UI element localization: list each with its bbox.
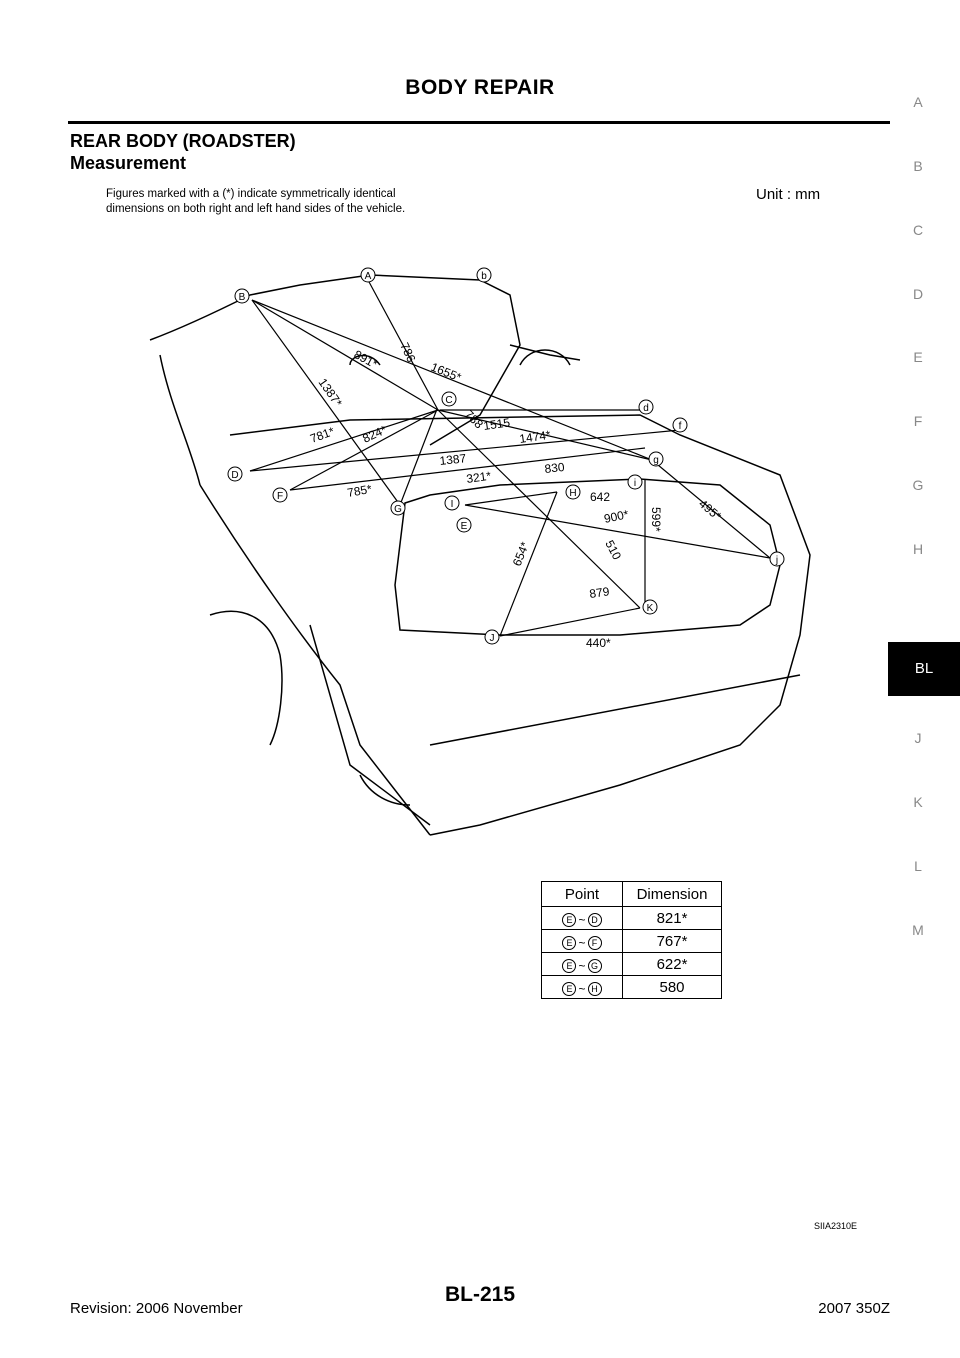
dim-440: 440* xyxy=(586,636,611,650)
side-index-m[interactable]: M xyxy=(912,922,924,938)
dim-1474: 1474* xyxy=(518,428,551,446)
dim-642: 642 xyxy=(590,490,610,504)
table-row: E~F 767* xyxy=(541,929,722,953)
point-label-d: D xyxy=(231,470,238,481)
point-label-c: C xyxy=(445,395,452,406)
point-label-g-lower: g xyxy=(653,455,659,466)
note-text: Figures marked with a (*) indicate symme… xyxy=(106,188,406,215)
side-index-e[interactable]: E xyxy=(913,349,923,365)
car-outline xyxy=(149,274,811,836)
dim-321: 321* xyxy=(465,469,492,486)
point-label-i: I xyxy=(451,499,454,510)
dim-900: 900* xyxy=(603,507,630,526)
figure-id: SIIA2310E xyxy=(814,1221,858,1231)
dim-830: 830 xyxy=(544,460,566,476)
dim-824: 824* xyxy=(360,422,389,445)
measurement-lines xyxy=(249,279,771,637)
table-header-row: Point Dimension xyxy=(541,881,722,907)
dim-1515: 1515 xyxy=(482,415,511,433)
side-index-l[interactable]: L xyxy=(914,858,922,874)
side-index-j[interactable]: J xyxy=(914,730,922,746)
side-index-k[interactable]: K xyxy=(913,794,923,810)
point-label-i-lower: i xyxy=(634,478,636,489)
point-cell: E~F xyxy=(541,929,623,953)
side-index-c[interactable]: C xyxy=(912,222,924,238)
dimension-cell: 821* xyxy=(622,906,722,930)
point-label-g: G xyxy=(394,504,402,515)
dimension-cell: 580 xyxy=(622,975,722,999)
dim-785: 785* xyxy=(346,482,373,500)
table-row: E~D 821* xyxy=(541,906,722,930)
body-diagram: A b B C d f g D F G H i I E j J K 786 89… xyxy=(100,185,880,1235)
subsection-title: Measurement xyxy=(70,153,187,173)
table-row: E~H 580 xyxy=(541,975,722,999)
dim-599: 599* xyxy=(649,507,663,532)
point-label-b-lower: b xyxy=(481,271,487,282)
side-index-bl[interactable]: BL xyxy=(888,642,960,696)
dim-1655: 1655* xyxy=(429,360,464,385)
header-rule xyxy=(68,121,890,124)
point-label-f: F xyxy=(277,491,283,502)
point-label-e: E xyxy=(461,521,468,532)
dim-1387: 1387 xyxy=(439,451,467,468)
point-label-j-lower: j xyxy=(775,555,778,566)
point-cell: E~D xyxy=(541,906,623,930)
page-header-title: BODY REPAIR xyxy=(405,76,555,99)
dim-879: 879 xyxy=(588,584,610,601)
unit-label: Unit : mm xyxy=(756,186,821,203)
dimension-labels: 786 891* 1655* 1387* 788 1515 1474* 781*… xyxy=(308,340,724,650)
point-label-j: J xyxy=(490,633,495,644)
footer-model: 2007 350Z xyxy=(818,1300,890,1317)
side-index-d[interactable]: D xyxy=(912,286,924,302)
point-label-h: H xyxy=(569,488,576,499)
point-label-b: B xyxy=(239,292,246,303)
section-title: REAR BODY (ROADSTER) xyxy=(70,131,296,151)
dim-510: 510 xyxy=(602,538,624,563)
side-index-g[interactable]: G xyxy=(912,477,924,493)
side-index-b[interactable]: B xyxy=(913,158,923,174)
side-index-h[interactable]: H xyxy=(912,541,924,557)
point-label-f-lower: f xyxy=(679,421,682,432)
footer-revision: Revision: 2006 November xyxy=(70,1300,243,1317)
side-index-f[interactable]: F xyxy=(913,413,923,429)
dimension-table: Point Dimension E~D 821* E~F 767* E~G 62… xyxy=(541,881,722,999)
footer-page-number: BL-215 xyxy=(444,1283,516,1306)
point-label-k: K xyxy=(647,603,654,614)
point-label-d-lower: d xyxy=(643,403,649,414)
table-row: E~G 622* xyxy=(541,952,722,976)
dim-781: 781* xyxy=(308,424,336,446)
dimension-cell: 622* xyxy=(622,952,722,976)
dim-1387-star: 1387* xyxy=(316,376,346,410)
dimension-cell: 767* xyxy=(622,929,722,953)
side-index-a[interactable]: A xyxy=(913,94,923,110)
dim-786: 786 xyxy=(397,340,418,364)
header-point: Point xyxy=(541,881,623,907)
point-cell: E~H xyxy=(541,975,623,999)
point-markers: A b B C d f g D F G H i I E j J K xyxy=(227,267,785,645)
point-label-a: A xyxy=(365,271,372,282)
point-cell: E~G xyxy=(541,952,623,976)
car-body-drawing: A b B C d f g D F G H i I E j J K 786 89… xyxy=(149,267,811,836)
header-dimension: Dimension xyxy=(622,881,722,907)
